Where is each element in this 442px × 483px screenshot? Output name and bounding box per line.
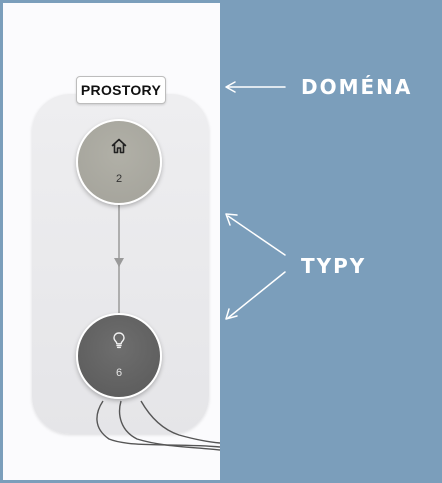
domain-label[interactable]: PROSTORY [76, 76, 166, 104]
node-lights[interactable]: 6 [76, 313, 162, 399]
domain-annotation: DOMÉNA [301, 75, 413, 99]
node-count: 2 [115, 173, 123, 185]
lightbulb-icon [113, 332, 125, 349]
node-spaces[interactable]: 2 [76, 119, 162, 205]
home-icon [111, 138, 127, 154]
node-count: 6 [115, 367, 123, 379]
types-annotation: TYPY [301, 254, 367, 278]
connector-arrow-icon [114, 258, 124, 267]
app-panel: PROSTORY 2 6 [3, 3, 220, 480]
